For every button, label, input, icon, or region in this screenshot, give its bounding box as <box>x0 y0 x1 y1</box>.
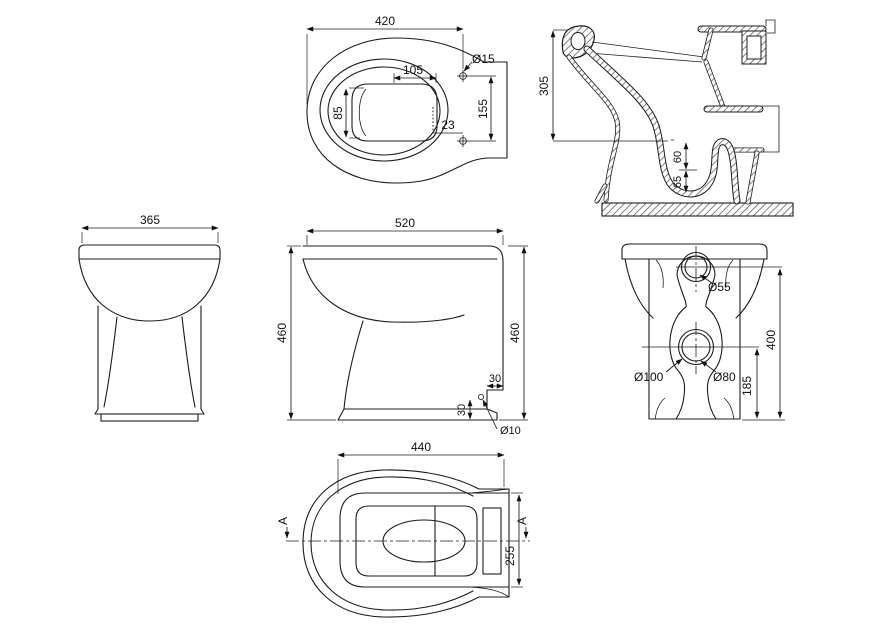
inlet-spud-cavity <box>746 35 762 60</box>
rim-band <box>78 244 221 260</box>
dim-365: 365 <box>140 213 160 227</box>
base-front-edge <box>337 408 345 421</box>
seat-outline <box>339 492 510 588</box>
wing-right <box>725 259 734 289</box>
dim-460-right: 460 <box>508 323 522 343</box>
dim-d10: Ø10 <box>500 425 521 437</box>
recess-right <box>705 274 723 420</box>
dim-440: 440 <box>411 440 431 454</box>
back-wall-hatch <box>704 60 725 109</box>
dim-460-left: 460 <box>275 323 289 343</box>
rim-band <box>621 243 768 260</box>
dim-d80: Ø80 <box>713 370 736 384</box>
section-marker-a-left: A <box>276 517 290 525</box>
sump-inner-line <box>358 88 367 137</box>
bowl-inner-ring <box>327 66 441 156</box>
dim-60: 60 <box>672 151 684 163</box>
section-view: 305 60 65 <box>537 19 794 217</box>
floor-slab <box>601 202 794 217</box>
back-wall-upper-hatch <box>702 28 713 60</box>
leader-d100 <box>665 358 683 373</box>
bowl-top-edge <box>591 41 705 58</box>
recess-left <box>669 274 687 420</box>
rim-cavity <box>570 32 586 50</box>
pedestal-right-curve <box>181 316 196 408</box>
dim-d100: Ø100 <box>634 370 664 384</box>
bowl-profile <box>302 258 465 323</box>
leader-d55 <box>699 274 713 284</box>
dim-305: 305 <box>537 76 551 96</box>
dim-105: 105 <box>403 63 423 77</box>
dim-520: 520 <box>395 216 415 230</box>
rear-view: Ø55 Ø100 Ø80 400 185 <box>621 243 785 421</box>
sump-outline <box>351 83 438 142</box>
dim-400: 400 <box>764 330 778 350</box>
front-view: 365 <box>78 213 221 422</box>
foot-right <box>723 397 735 420</box>
dim-30v: 30 <box>456 404 468 416</box>
side-view: 520 460 460 30 30 Ø10 <box>275 216 528 437</box>
pedestal-front <box>343 320 364 410</box>
dim-255: 255 <box>503 546 517 566</box>
rim-inner-ring <box>319 58 449 162</box>
wing-left <box>655 259 664 289</box>
fixing-hole <box>477 393 484 400</box>
front-wall <box>566 54 621 203</box>
seat-connector-bottom <box>469 586 510 598</box>
front-foot-hatch <box>595 184 607 203</box>
section-marker-a-right: A <box>515 517 529 525</box>
dim-d55: Ø55 <box>708 280 731 294</box>
plinth-flare <box>94 408 205 415</box>
front-wall-hatch <box>567 55 620 202</box>
leader-d80 <box>700 360 717 373</box>
seat-connector-top <box>469 488 510 494</box>
inner-outline <box>310 476 474 611</box>
dim-85: 85 <box>331 106 345 120</box>
dim-185: 185 <box>740 376 754 396</box>
base-block <box>100 413 199 422</box>
outlet-opening <box>762 105 780 153</box>
dim-d15: Ø15 <box>472 52 495 66</box>
outer-outline <box>302 469 510 618</box>
seat-back-corner <box>488 245 504 262</box>
dim-420: 420 <box>375 14 395 28</box>
back-support-hatch <box>746 151 759 204</box>
bowl-curve <box>78 258 221 322</box>
leader-d15 <box>463 61 473 72</box>
fixing-hole-top <box>457 70 469 82</box>
pan-outer-outline <box>306 37 508 184</box>
bowl-trap-hatch <box>584 46 740 204</box>
dim-23: 23 <box>441 118 455 132</box>
fixing-hole-bottom <box>457 135 469 147</box>
dim-30h: 30 <box>489 373 501 385</box>
bottom-plan-view: 440 A A 255 <box>276 440 530 618</box>
platform-lip <box>765 19 776 34</box>
top-plan-view: 420 Ø15 155 105 85 23 <box>306 14 508 184</box>
leader-d10 <box>482 399 498 430</box>
dim-65: 65 <box>672 176 684 188</box>
bowl-top-edge <box>588 52 703 63</box>
seat-inner-ring <box>355 505 478 577</box>
base-back-edge <box>486 408 498 421</box>
foot-left <box>654 397 666 420</box>
pedestal-left-curve <box>103 316 118 408</box>
dim-155: 155 <box>476 99 490 119</box>
